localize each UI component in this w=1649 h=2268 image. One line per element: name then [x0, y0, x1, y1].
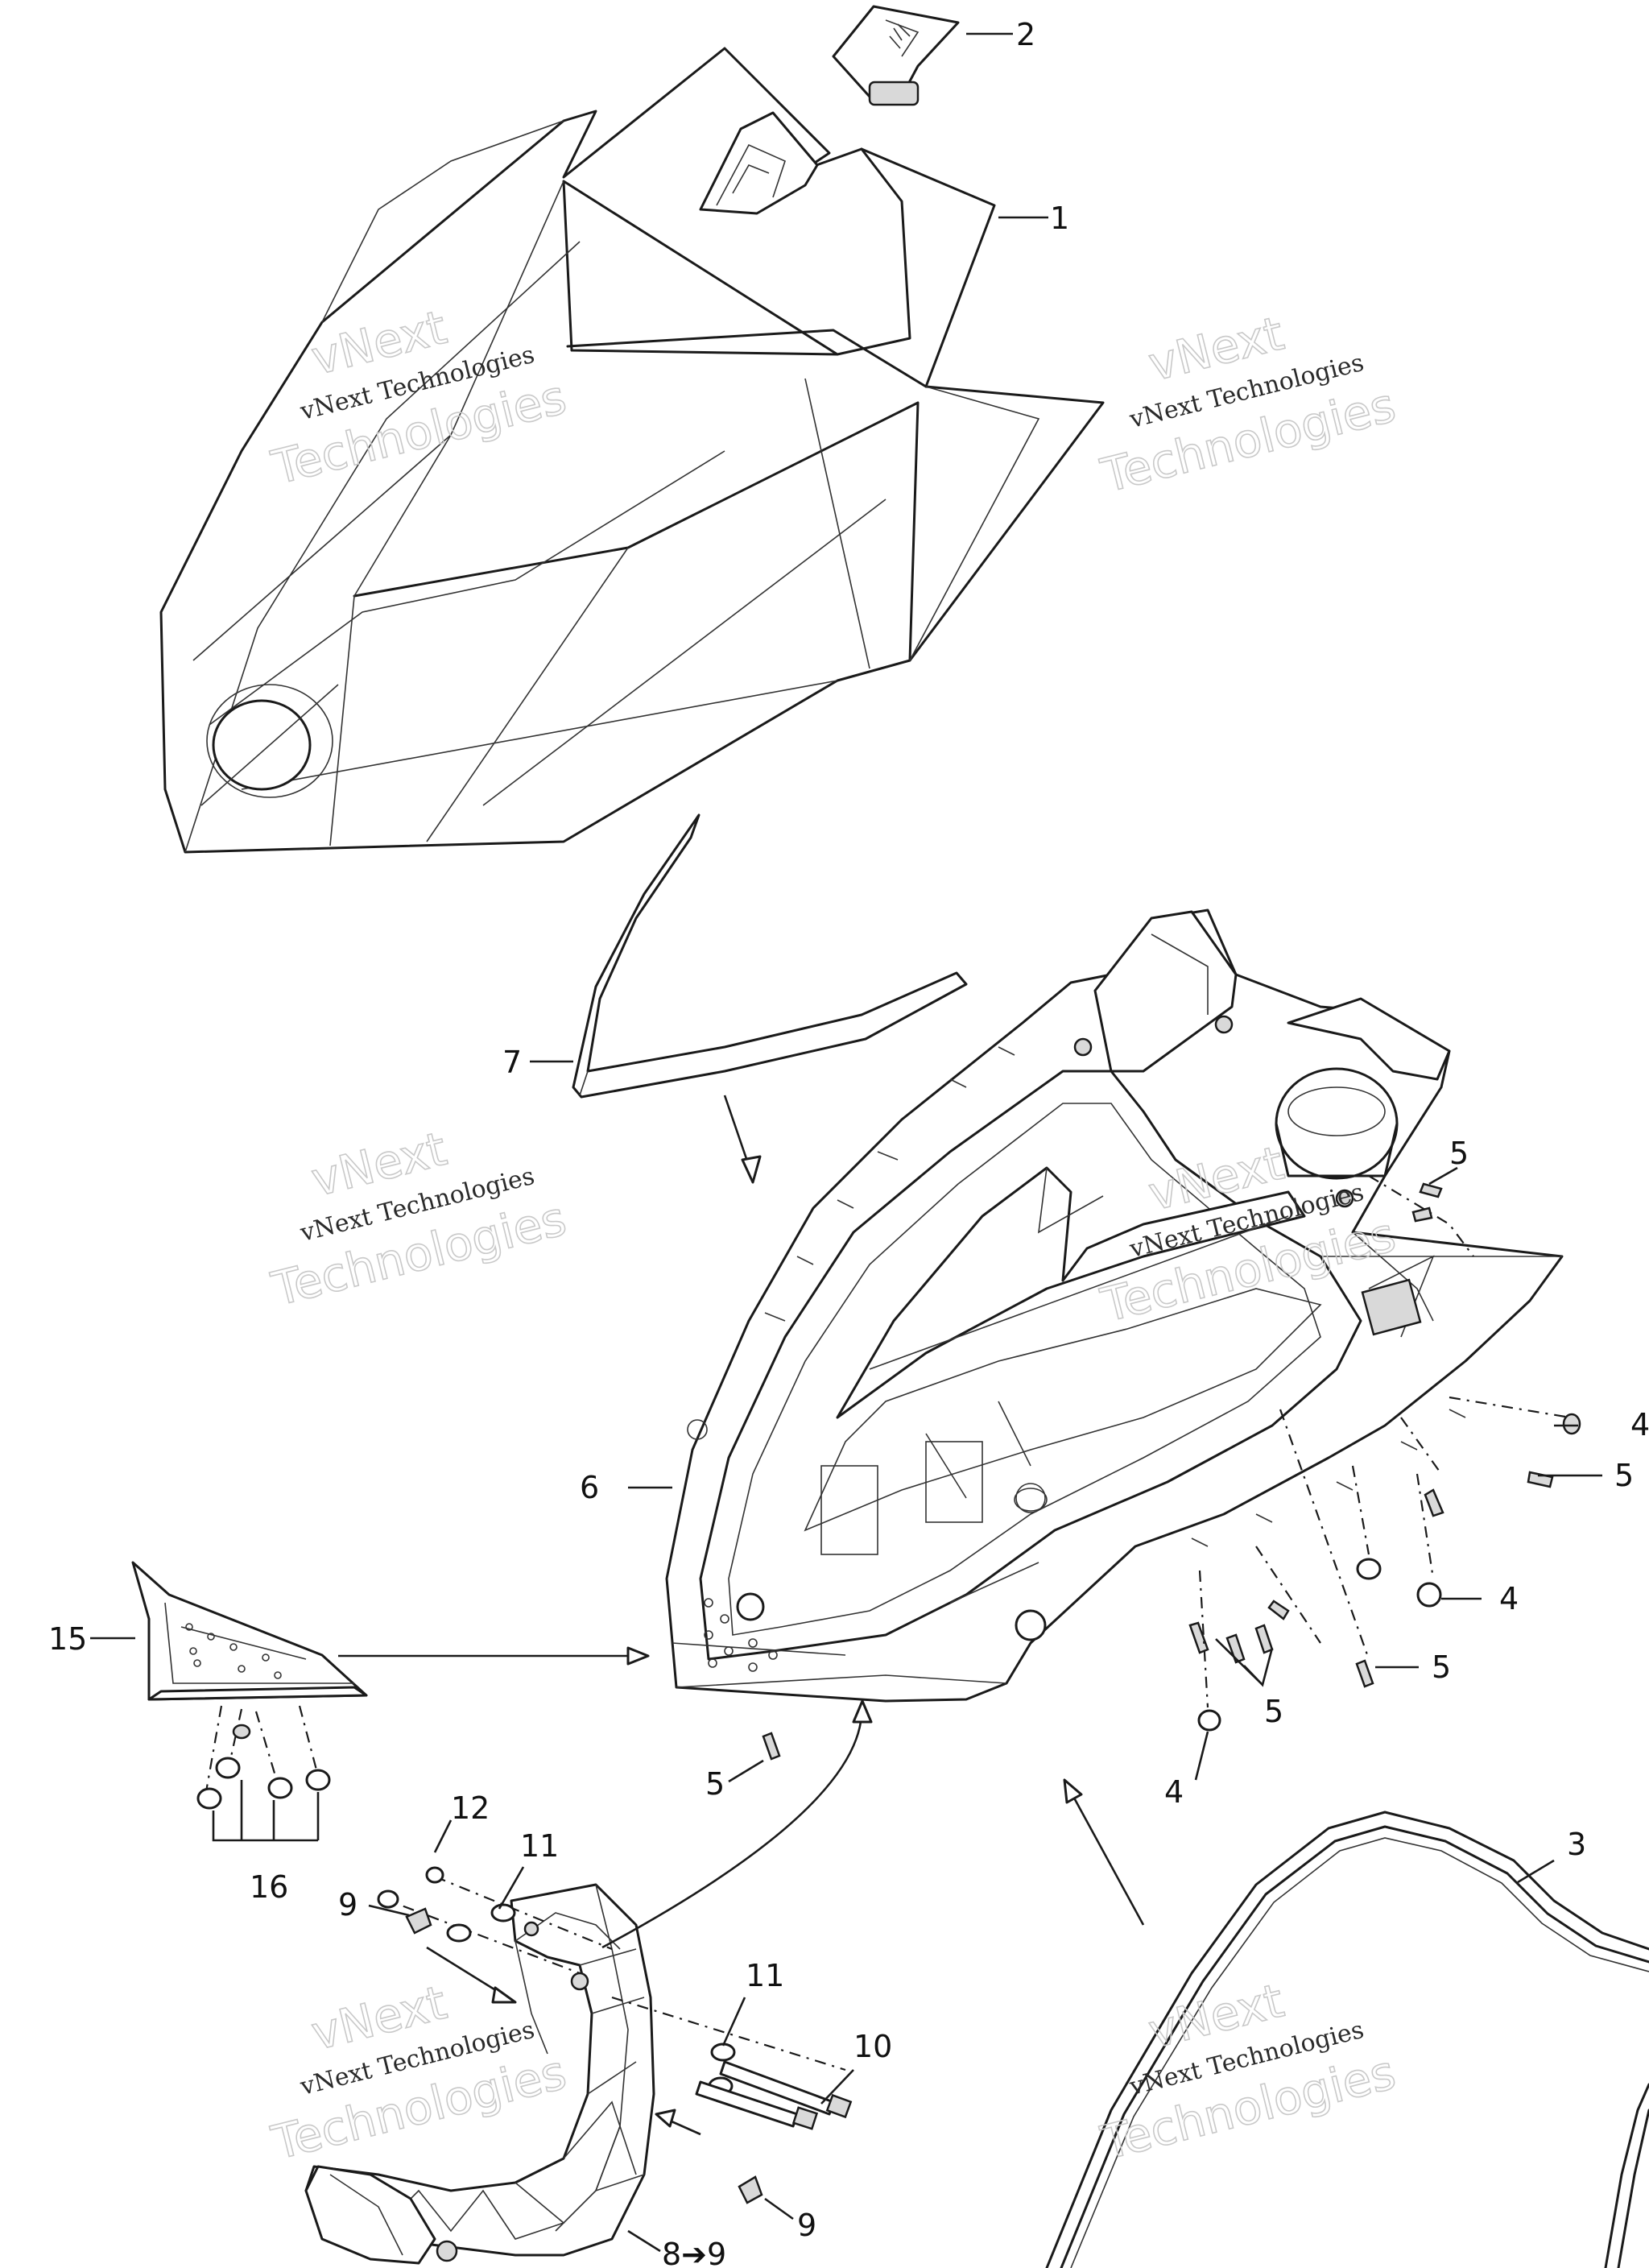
callout-4-right: 4 — [1630, 1407, 1649, 1442]
watermark-mid-left: vNext vNext Technologies Technologies — [266, 1120, 572, 1318]
callout-labels: 2 1 7 5 4 5 6 4 5 15 5 4 5 12 11 3 16 9 … — [48, 17, 1649, 2268]
callout-5-top: 5 — [1449, 1136, 1469, 1171]
watermark-bottom-left: vNext vNext Technologies Technologies — [266, 1974, 572, 2171]
washer-11-c — [710, 2042, 736, 2062]
callout-5-lowright: 5 — [1432, 1649, 1451, 1685]
part-7-seal-strip — [572, 813, 968, 1099]
part-2-vent-cap — [832, 5, 960, 106]
callout-3: 3 — [1567, 1827, 1586, 1862]
part-6-storage-bin — [665, 908, 1564, 1703]
leader-lines — [90, 32, 1602, 2253]
nut-12-a — [377, 1889, 399, 1909]
nut-12-b — [425, 1866, 444, 1884]
callout-9-lower: 9 — [797, 2208, 816, 2243]
assembly-arrows — [338, 1095, 1145, 2136]
callout-9-top: 9 — [338, 1887, 357, 1922]
watermark-bottom-right: vNext vNext Technologies Technologies — [1095, 1972, 1402, 2171]
callout-15: 15 — [48, 1621, 87, 1657]
plug-9-a — [405, 1907, 432, 1935]
washer-11-a — [446, 1923, 472, 1943]
callout-5-left: 5 — [705, 1766, 725, 1802]
callout-10: 10 — [853, 2029, 892, 2064]
callout-2: 2 — [1016, 17, 1035, 52]
callout-11-top: 11 — [520, 1828, 559, 1864]
part-8-reinforcement — [304, 1883, 655, 2265]
callout-7: 7 — [502, 1045, 522, 1080]
callout-1: 1 — [1050, 201, 1069, 236]
watermark-top-right: vNext vNext Technologies Technologies — [1095, 305, 1402, 504]
callout-4-bottom: 4 — [1164, 1774, 1184, 1810]
callout-16: 16 — [250, 1869, 288, 1905]
plug-9-b — [738, 2175, 763, 2204]
screws-grommets — [762, 1175, 1581, 1761]
part-1-hood-cover — [159, 47, 1105, 854]
part-16-rivets — [196, 1705, 331, 1842]
callout-8: 8➔9 — [662, 2237, 726, 2268]
callout-12: 12 — [451, 1790, 490, 1826]
callout-5-right: 5 — [1614, 1458, 1634, 1493]
callout-6: 6 — [580, 1470, 599, 1505]
part-3-gasket — [1045, 1811, 1649, 2268]
callout-11-bottom: 11 — [746, 1958, 784, 1993]
mounting-holes — [704, 1598, 778, 1672]
callout-5-center: 5 — [1264, 1694, 1283, 1729]
callout-4-mid: 4 — [1499, 1581, 1519, 1616]
part-15-bracket — [131, 1561, 368, 1701]
washer-11-b — [490, 1903, 516, 1922]
fasteners — [377, 1866, 853, 2204]
